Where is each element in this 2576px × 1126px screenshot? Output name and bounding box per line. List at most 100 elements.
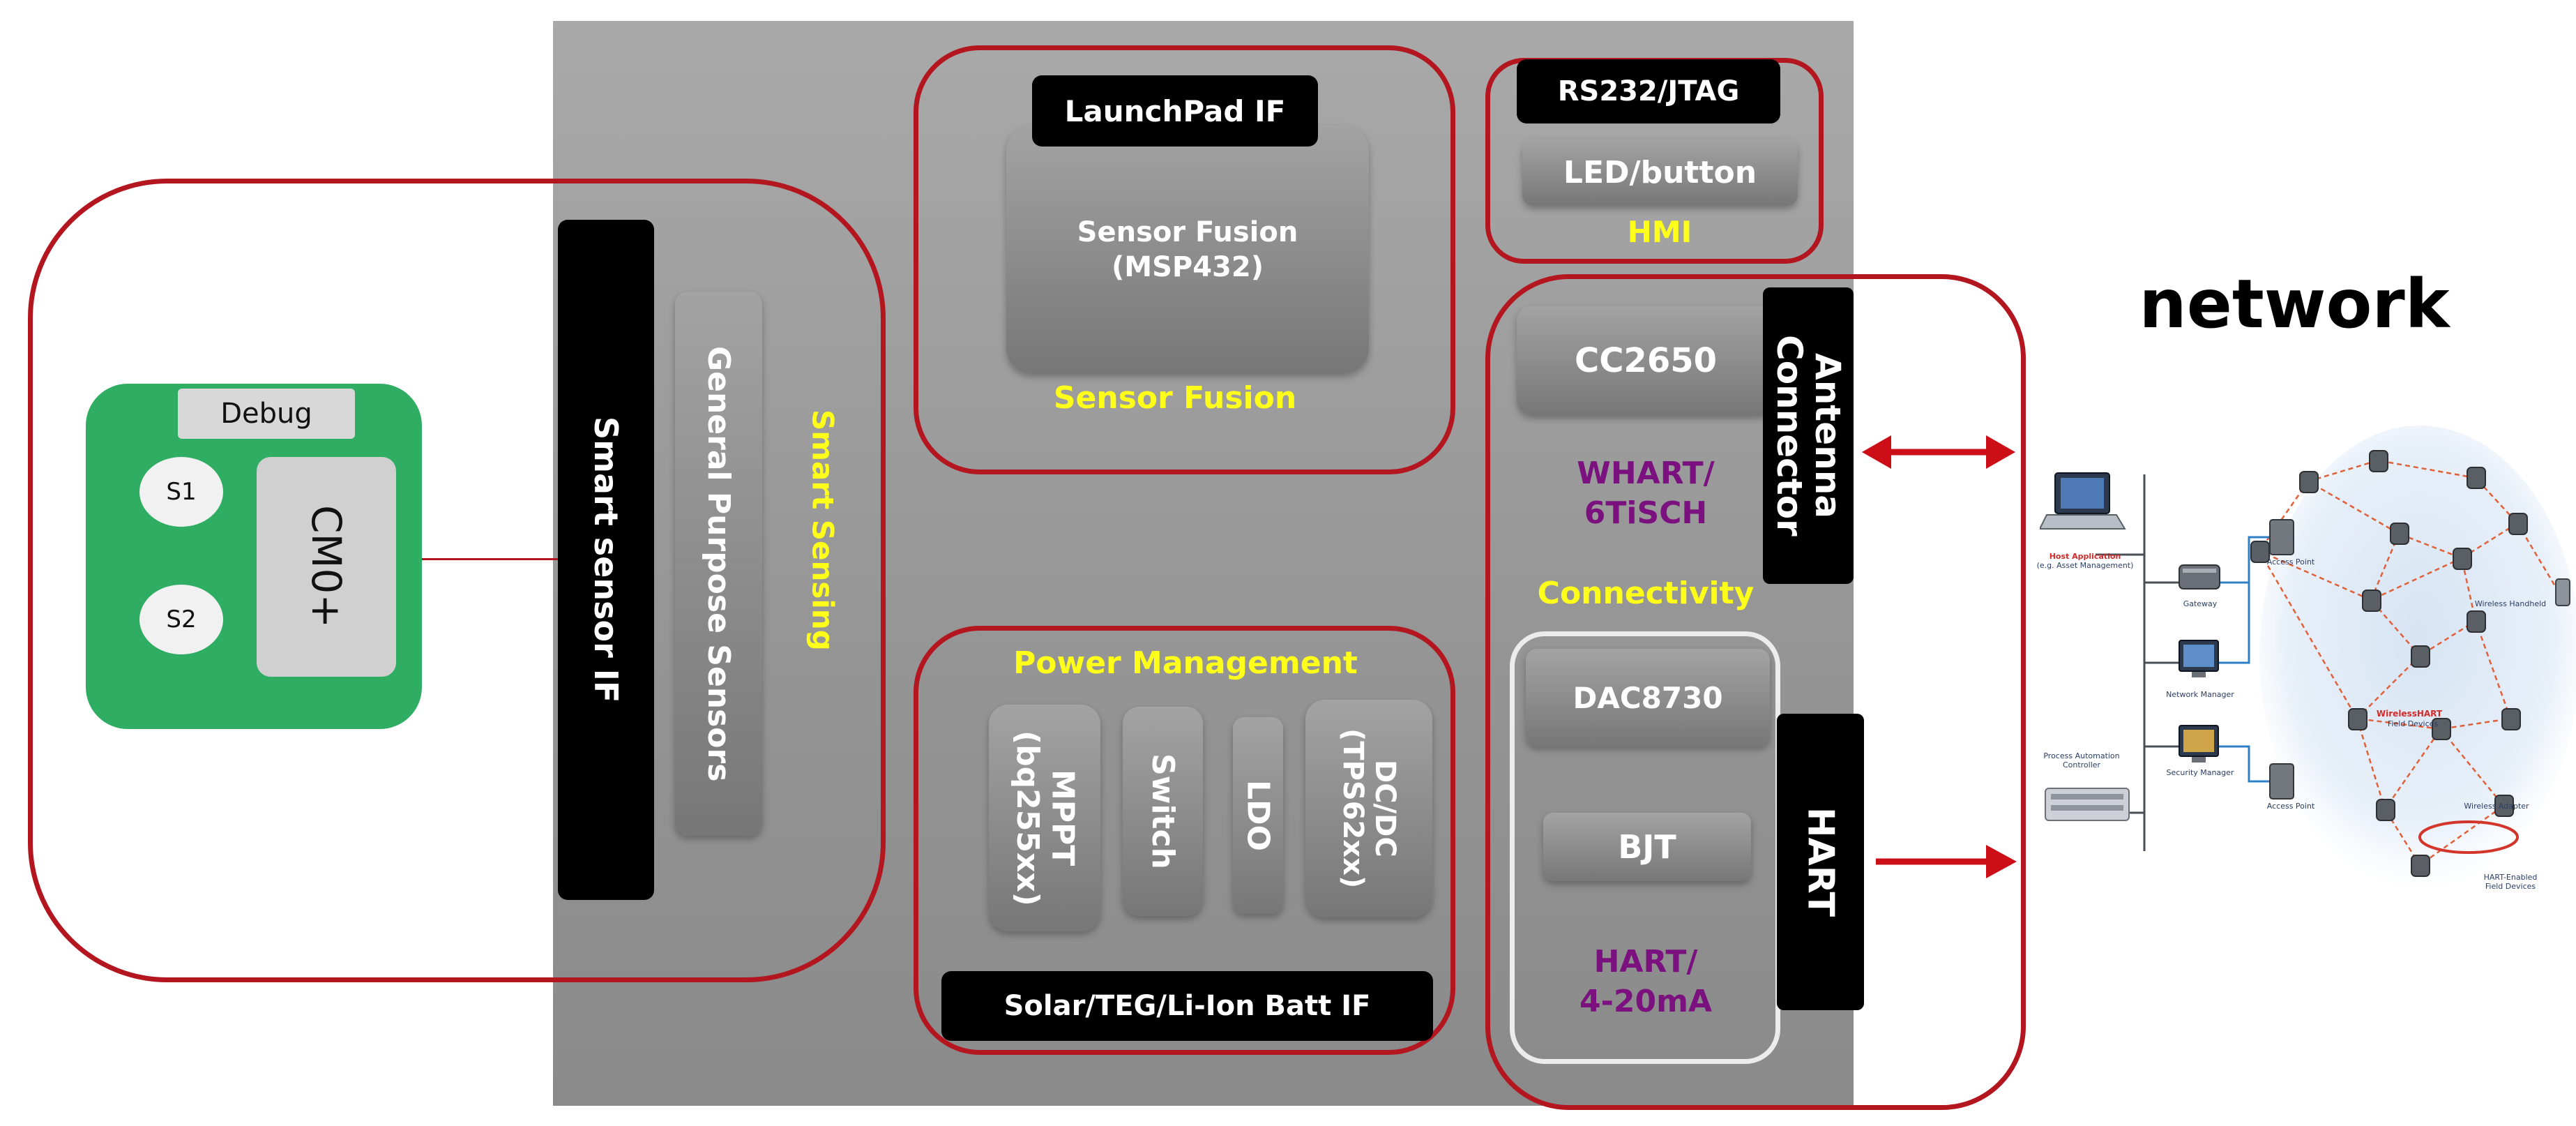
gateway-icon [2179,564,2220,590]
connectivity-group [1485,274,2026,1110]
sensor-fusion-block: Sensor Fusion (MSP432) [1006,126,1369,373]
gateway-label: Gateway [2183,599,2218,608]
field-device [2376,799,2395,821]
network-manager-icon [2179,640,2219,677]
button-s2: S2 [139,585,223,654]
antenna-connector-label: Antenna Connector [1769,335,1848,536]
smart-sensing-label-wrap: Smart Sensing [795,391,851,670]
sensor-fusion-label: Sensor Fusion [1053,380,1297,416]
sensor-fusion-line2: (MSP432) [1112,250,1264,283]
sensor-fusion-line1: Sensor Fusion [1077,216,1298,248]
batt-if-block: Solar/TEG/Li-Ion Batt IF [941,971,1433,1041]
host-laptop-icon [2040,472,2126,530]
network-title: network [2139,265,2450,343]
wireless-adapter-loop [2418,820,2519,854]
field-devices [2250,450,2528,877]
antenna-line2: Connector [1769,335,1810,536]
access-point-label-top: Access Point [2266,557,2315,566]
ldo-label: LDO [1240,780,1276,851]
general-purpose-sensors-label: General Purpose Sensors [701,345,736,782]
process-controller-label: Process Automation Controller [2033,751,2130,770]
smart-sensor-if-block: Smart sensor IF [558,220,654,900]
dcdc-block: DC/DC (TPS62xx) [1305,700,1432,917]
hart-4-20ma-line2: 4-20mA [1579,984,1712,1020]
hart-arrow [1876,845,2017,878]
rs232-jtag-block: RS232/JTAG [1517,59,1780,123]
hart-enabled-line1: HART-Enabled [2483,873,2538,882]
host-application-line2: (e.g. Asset Management) [2036,560,2134,570]
switch-label: Switch [1145,753,1181,869]
field-device [2432,718,2451,740]
whart-line2: 6TiSCH [1584,495,1708,532]
antenna-bidirectional-arrow [1862,435,2015,469]
hart-enabled-line2: Field Devices [2485,881,2536,891]
field-device [2369,450,2388,472]
access-point-icon [2269,519,2294,555]
antenna-connector-block: Antenna Connector [1763,287,1854,584]
bjt-block: BJT [1543,813,1751,881]
wireless-adapter-label: Wireless Adapter [2464,802,2529,811]
launchpad-if-block: LaunchPad IF [1032,75,1318,147]
debug-header: Debug [178,389,355,439]
cm0-chip: CM0+ [257,457,396,677]
ldo-block: LDO [1233,717,1283,914]
network-manager-label: Network Manager [2166,690,2234,699]
access-links [2214,536,2270,783]
field-device [2362,590,2381,612]
mppt-block: MPPT (bq255xx) [989,705,1100,931]
field-devices-label: Field Devices [2387,719,2439,728]
security-manager-label: Security Manager [2166,768,2234,777]
field-device [2508,513,2528,535]
wirelesshart-label: WirelessHART [2376,709,2443,719]
host-application-label: Host Application (e.g. Asset Management) [2026,552,2144,570]
wireless-handheld-device [2555,578,2570,606]
smart-sensor-if-label: Smart sensor IF [587,416,625,703]
button-s1: S1 [139,457,223,527]
hart-enabled-label: HART-Enabled Field Devices [2469,873,2552,891]
field-device [2501,708,2521,730]
antenna-line1: Antenna [1808,352,1848,519]
led-button-block: LED/button [1522,140,1798,206]
whart-line1: WHART/ [1577,456,1715,491]
cm0-label: CM0+ [303,505,350,629]
field-device [2390,523,2409,545]
access-point-label-bottom: Access Point [2266,802,2315,811]
hart-4-20ma-label: HART/ 4-20mA [1527,942,1764,1021]
field-device [2411,855,2430,877]
process-controller-line2: Controller [2062,760,2101,770]
mppt-label: MPPT (bq255xx) [1009,730,1081,906]
process-controller-line1: Process Automation [2043,751,2120,760]
host-application-line1: Host Application [2049,552,2121,561]
dcdc-line2: (TPS62xx) [1337,728,1369,889]
field-device [2348,708,2367,730]
mppt-line2: (bq255xx) [1010,730,1045,906]
field-device [2467,610,2486,633]
sensor-board-link [418,558,558,560]
field-device [2453,548,2472,570]
dac8730-block: DAC8730 [1526,649,1770,746]
connectivity-label: Connectivity [1537,576,1755,611]
whart-label: WHART/ 6TiSCH [1534,453,1757,533]
power-management-group [914,626,1455,1055]
link-arrows [1862,435,2017,878]
dcdc-line1: DC/DC [1369,760,1401,857]
mppt-line1: MPPT [1045,770,1081,866]
field-device [2411,645,2430,668]
process-controller-icon [2045,788,2130,821]
smart-sensing-group [28,179,886,982]
hart-block: HART [1777,714,1864,1010]
wirelesshart-mesh [2250,426,2576,886]
access-point-icon [2269,763,2294,800]
field-device [2299,471,2319,493]
sensor-fusion-group [914,45,1455,474]
wireless-handheld-label: Wireless Handheld [2474,599,2547,608]
hart-4-20ma-line1: HART/ [1593,944,1698,979]
dcdc-label: DC/DC (TPS62xx) [1337,728,1401,888]
backbone-lines [2096,474,2179,851]
power-management-label: Power Management [1013,645,1358,681]
switch-block: Switch [1123,707,1203,916]
cc2650-block: CC2650 [1517,306,1775,415]
field-device [2494,795,2514,817]
field-device [2467,467,2486,489]
